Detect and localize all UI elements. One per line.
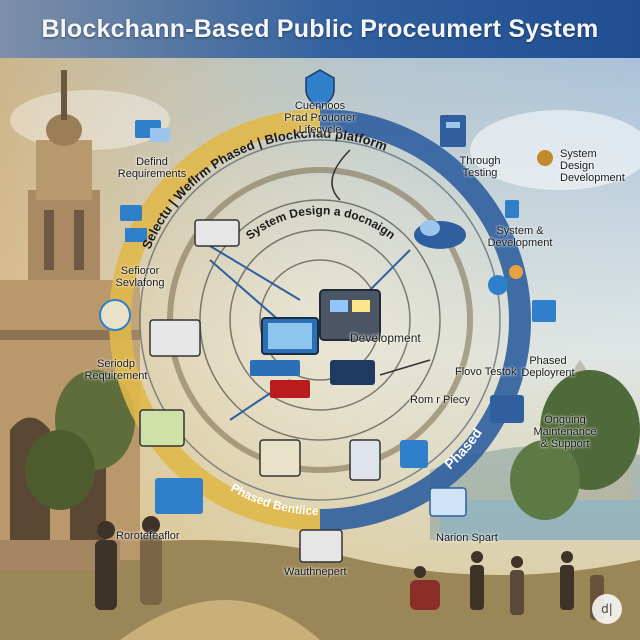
tablet-icon (349, 439, 381, 481)
tablet-icon (490, 395, 524, 423)
tablet-icon (139, 409, 185, 447)
server-icon (440, 115, 466, 147)
trees (25, 370, 640, 520)
center-label: Development (350, 331, 421, 345)
watermark-icon: d| (592, 594, 622, 624)
label-flovo-testok: Flovo Testok (455, 366, 517, 378)
monitor-icon (299, 529, 343, 563)
gear-icon (488, 265, 523, 295)
monitor-icon (149, 319, 201, 357)
label-rorotefeaflor: Rorotefeaflor (116, 530, 180, 542)
monitor-icon (194, 219, 240, 247)
tablet-icon (259, 439, 301, 477)
page-title: Blockchann-Based Public Proceumert Syste… (0, 0, 640, 58)
scattered-icons (99, 69, 556, 563)
label-system-development: System &Development (487, 225, 553, 249)
cloud-icon (414, 220, 466, 249)
monitor-icon (429, 487, 467, 517)
folder-icon (120, 205, 147, 242)
label-wauthnepert: Wauthnepert (284, 566, 347, 578)
monitor-icon (155, 478, 203, 514)
folder-icon (135, 120, 170, 142)
gear-icon (537, 150, 553, 166)
label-rom-piecy: Rom r Piecy (410, 394, 470, 406)
monitor-icon (532, 300, 556, 322)
shield-icon (305, 69, 335, 109)
tablet-icon (400, 440, 428, 468)
server-icon (505, 200, 519, 218)
tablet-icon (99, 299, 131, 331)
label-narion-spart: Narion Spart (436, 532, 498, 544)
center-devices (250, 289, 381, 398)
